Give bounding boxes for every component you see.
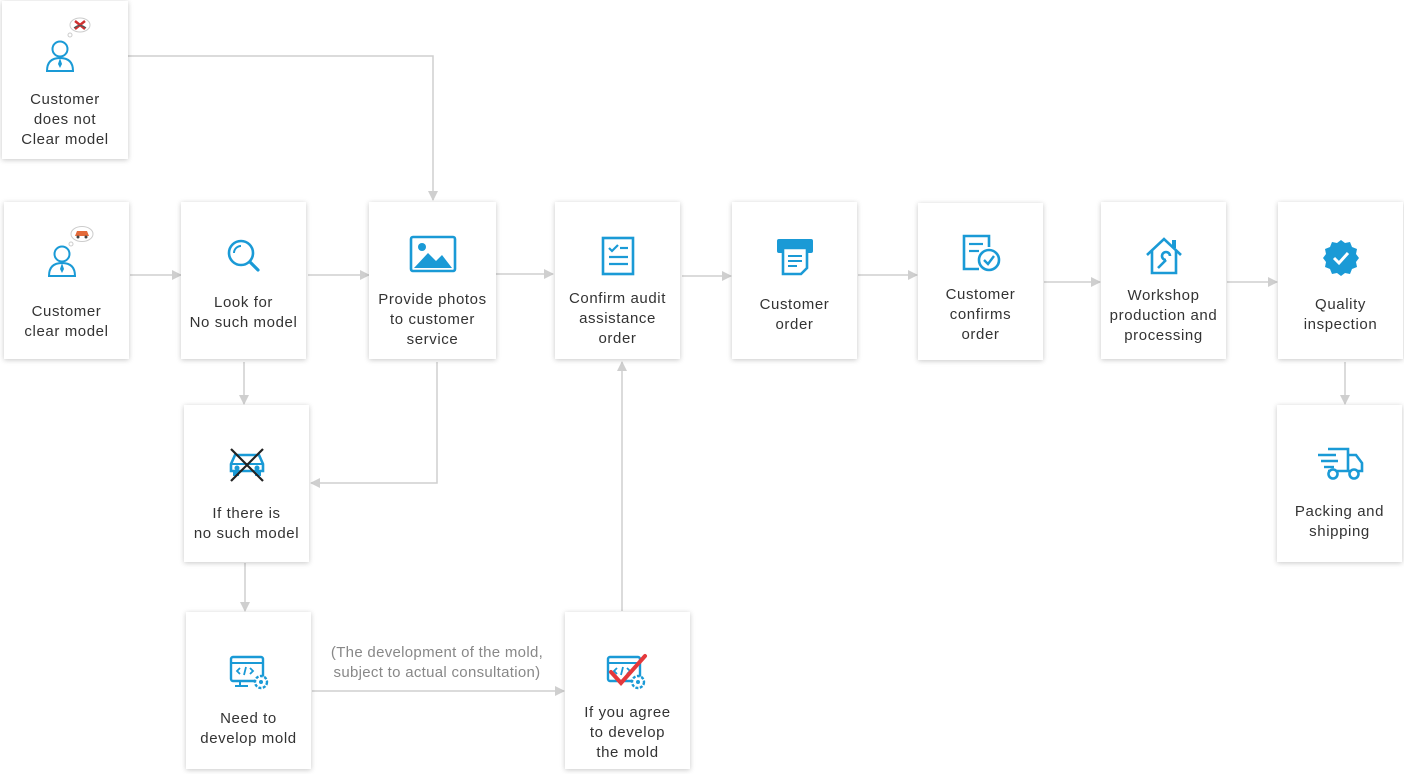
- node-label: If there is no such model: [193, 505, 300, 542]
- edge-note: (The development of the mold, subject to…: [330, 644, 544, 681]
- delivery-truck-icon: [1277, 445, 1402, 495]
- customer-with-cross-bubble-icon: [2, 15, 128, 72]
- node-label: Look for No such model: [189, 294, 298, 331]
- magnifier-icon: [181, 236, 306, 286]
- node-label: Quality inspection: [1303, 296, 1378, 333]
- customer-with-car-bubble-icon: [4, 224, 129, 277]
- picture-icon: [369, 235, 496, 285]
- node-agree-develop: If you agree to develop the mold: [565, 612, 690, 769]
- node-label: Customer does not Clear model: [21, 91, 109, 148]
- code-window-gear-checked-icon: [565, 650, 690, 700]
- quality-badge-icon: [1278, 238, 1403, 288]
- node-label: Packing and shipping: [1294, 503, 1385, 540]
- node-label: Confirm audit assistance order: [568, 290, 666, 347]
- edge-photos-to-nomodel: [310, 362, 438, 488]
- node-label: Need to develop mold: [200, 710, 297, 747]
- node-label: Provide photos to customer service: [378, 291, 487, 348]
- node-label: Customer order: [759, 296, 830, 333]
- printer-receipt-icon: [732, 236, 857, 286]
- node-customer-unclear: Customer does not Clear model: [2, 1, 128, 159]
- house-wrench-icon: [1101, 236, 1226, 286]
- node-quality: Quality inspection: [1278, 202, 1403, 359]
- node-customer-clear: Customer clear model: [4, 202, 129, 359]
- crossed-out-car-icon: [184, 445, 309, 495]
- node-packing: Packing and shipping: [1277, 405, 1402, 562]
- node-provide-photos: Provide photos to customer service: [369, 202, 496, 359]
- node-customer-confirms: Customer confirms order: [918, 203, 1043, 360]
- document-check-icon: [918, 233, 1043, 283]
- node-label: Customer confirms order: [945, 286, 1016, 343]
- checklist-document-icon: [555, 236, 680, 286]
- node-develop-mold: Need to develop mold: [186, 612, 311, 769]
- edge-unclear-to-photos: [128, 55, 438, 201]
- code-window-gear-icon: [186, 654, 311, 704]
- node-customer-order: Customer order: [732, 202, 857, 359]
- node-workshop: Workshop production and processing: [1101, 202, 1226, 359]
- node-label: If you agree to develop the mold: [584, 704, 671, 761]
- node-label: Customer clear model: [24, 303, 109, 340]
- node-look-for: Look for No such model: [181, 202, 306, 359]
- node-label: Workshop production and processing: [1109, 287, 1218, 344]
- node-no-model: If there is no such model: [184, 405, 309, 562]
- node-confirm-audit: Confirm audit assistance order: [555, 202, 680, 359]
